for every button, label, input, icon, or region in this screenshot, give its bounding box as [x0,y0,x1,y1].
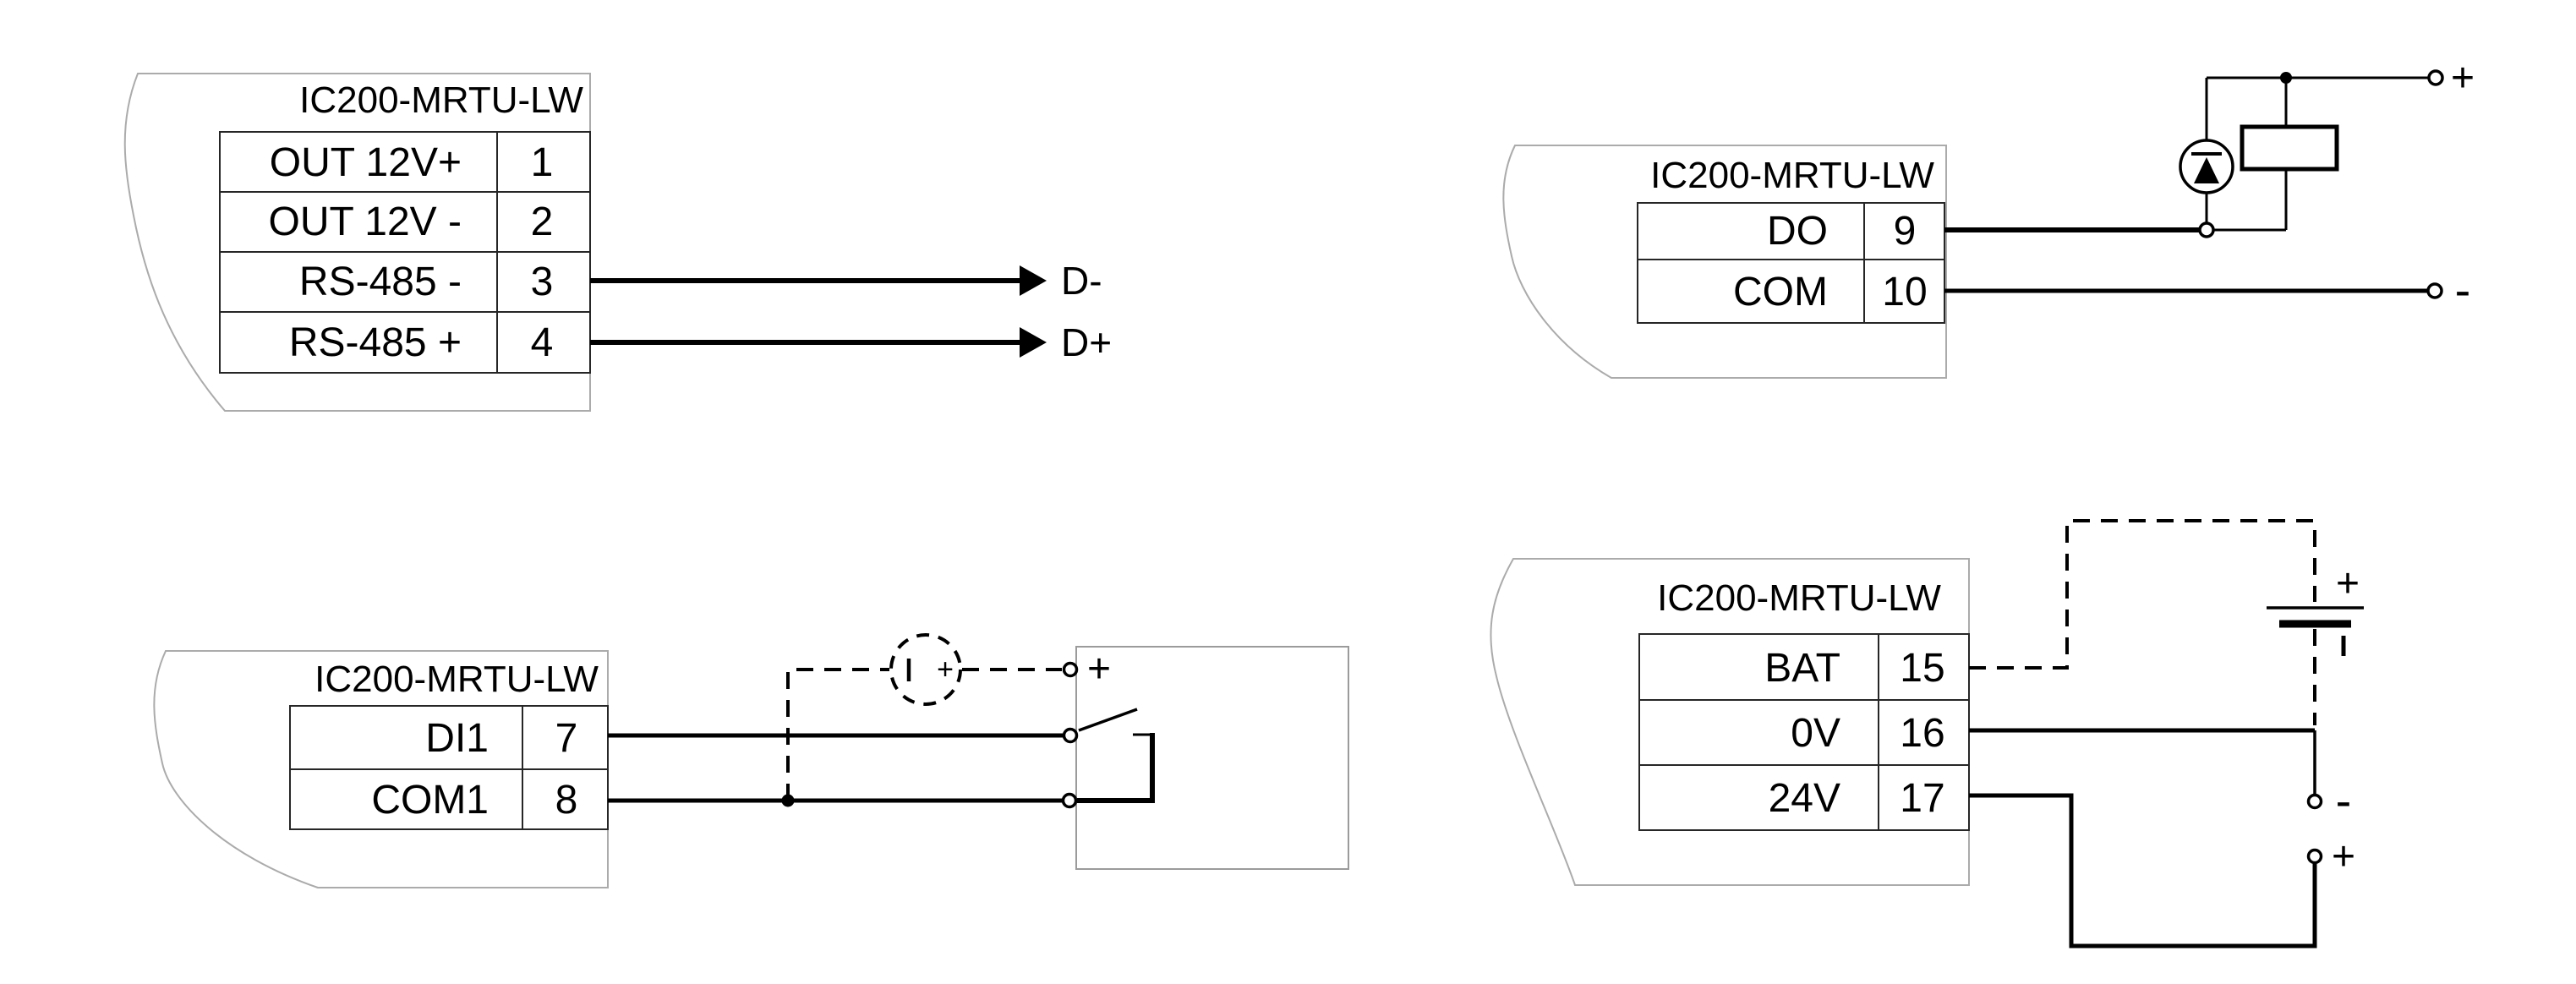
diode-arrow [2194,157,2219,183]
twentyfour-volt-wire [1969,793,2317,948]
negative-terminal-circle [2426,282,2443,299]
table-outline [289,705,609,830]
junction-dot [781,794,795,807]
negative-terminal-circle [2306,793,2323,810]
pin-number: 7 [555,716,578,761]
d-minus-label: D- [1061,259,1102,303]
pin-number: 9 [1894,209,1917,254]
positive-terminal-circle [1062,661,1079,678]
terminal-label: BAT [1764,646,1840,691]
terminal-label: DO [1767,209,1828,254]
device-title: IC200-MRTU-LW [314,659,599,700]
flyback-diode-icon [2179,78,2234,224]
positive-terminal-label: + [2451,56,2475,101]
external-device-box [1075,646,1349,870]
arrowhead-icon [1020,265,1047,296]
d-plus-label: D+ [1061,320,1112,364]
terminal-label: RS-485 + [289,320,462,365]
device-title: IC200-MRTU-LW [1657,577,1941,619]
pin-number: 15 [1900,646,1944,691]
sensor-polarity-plus-label: + [937,653,954,686]
terminal-label: 24V [1769,776,1840,821]
table-outline [1638,633,1970,831]
pin-number: 4 [531,320,554,365]
terminal-table: OUT 12V+ 1 OUT 12V - 2 RS-485 - 3 RS-485… [219,131,591,374]
com1-terminal-circle [1061,792,1078,809]
pin-number: 10 [1882,270,1927,314]
terminal-label: COM [1733,270,1828,314]
diagram-battery-power: IC200-MRTU-LW BAT 15 0V 16 24V 17 + - + [1490,519,2364,948]
terminal-table: DO 9 COM 10 [1637,202,1945,324]
terminal-table: DI1 7 COM1 8 [289,705,609,830]
terminal-label: DI1 [425,716,489,761]
negative-terminal-label: - [2455,263,2471,316]
relay-coil-icon [2240,124,2339,172]
terminal-table: BAT 15 0V 16 24V 17 [1638,633,1970,831]
terminal-label: RS-485 - [299,260,462,304]
battery-icon: + [2267,561,2364,656]
terminal-label: 0V [1791,711,1840,756]
positive-terminal-circle [2427,69,2444,86]
terminal-label: OUT 12V - [268,200,462,244]
diagram-rs485: IC200-MRTU-LW OUT 12V+ 1 OUT 12V - 2 RS-… [123,73,1112,412]
pin-number: 8 [555,778,578,823]
pin-number: 1 [531,140,554,185]
pin-number: 2 [531,200,554,244]
pin-number: 3 [531,260,554,304]
diagram-relay-output: IC200-MRTU-LW DO 9 COM 10 + - [1502,56,2475,379]
positive-terminal-label: + [1087,647,1111,692]
positive-terminal-circle [2306,848,2323,865]
di1-terminal-circle [1062,727,1079,744]
pin-number: 17 [1900,776,1944,821]
sensor-supply-dashed-wire [786,668,889,801]
device-title: IC200-MRTU-LW [1650,155,1934,196]
battery-positive-label: + [2336,561,2360,606]
terminal-label: OUT 12V+ [270,140,462,185]
do-node-circle [2198,221,2215,238]
pin-number: 16 [1900,711,1944,756]
switch-lever [1078,708,1138,732]
table-outline [1637,202,1945,324]
diagram-digital-input: IC200-MRTU-LW DI1 7 COM1 8 + + [153,633,1349,888]
device-title: IC200-MRTU-LW [299,79,583,121]
arrowhead-icon [1020,327,1047,358]
junction-dot [2280,72,2292,84]
positive-terminal-label: + [2332,834,2355,879]
sensor-dashed-circle-icon: + [889,633,962,706]
switch-icon [1077,708,1155,803]
negative-terminal-label: - [2336,774,2352,827]
terminal-label: COM1 [371,778,489,823]
sensor-circle [889,633,962,706]
bat-dashed-wire [1969,519,2316,670]
